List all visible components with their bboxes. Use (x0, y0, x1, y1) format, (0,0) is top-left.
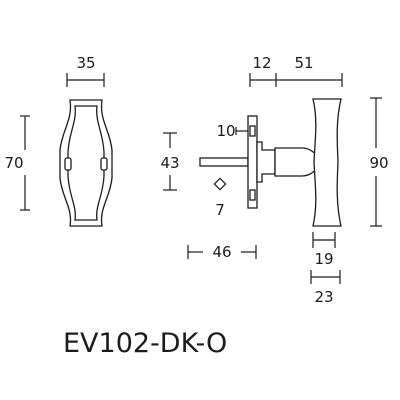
base-plate-knob-top (249, 125, 256, 137)
dim-handle-width-23: 23 (314, 288, 333, 306)
dim-handle-height: 90 (369, 154, 388, 172)
dim-front-height: 70 (4, 154, 23, 172)
handle-neck (256, 141, 276, 183)
handle-grip (312, 98, 342, 227)
front-side-tab-right (100, 157, 108, 171)
dim-spindle-square: 7 (215, 201, 225, 219)
base-plate-knob-bottom (249, 189, 256, 201)
dim-handle-depth: 51 (294, 54, 313, 72)
dim-plate-depth: 12 (252, 54, 271, 72)
front-view: 35 70 (4, 54, 113, 227)
dim-top-offset: 10 (216, 122, 235, 140)
dim-handle-width-19: 19 (314, 250, 333, 268)
product-code: EV102-DK-O (63, 328, 227, 359)
side-view: 12 51 90 10 43 7 (160, 54, 388, 306)
dim-spindle-length: 43 (160, 154, 179, 172)
dim-projection: 46 (212, 243, 231, 261)
square-section-icon (213, 177, 227, 191)
front-side-tab-left (64, 157, 72, 171)
front-handle-inner (67, 105, 105, 221)
spindle (199, 157, 249, 167)
dim-front-width: 35 (76, 54, 95, 72)
